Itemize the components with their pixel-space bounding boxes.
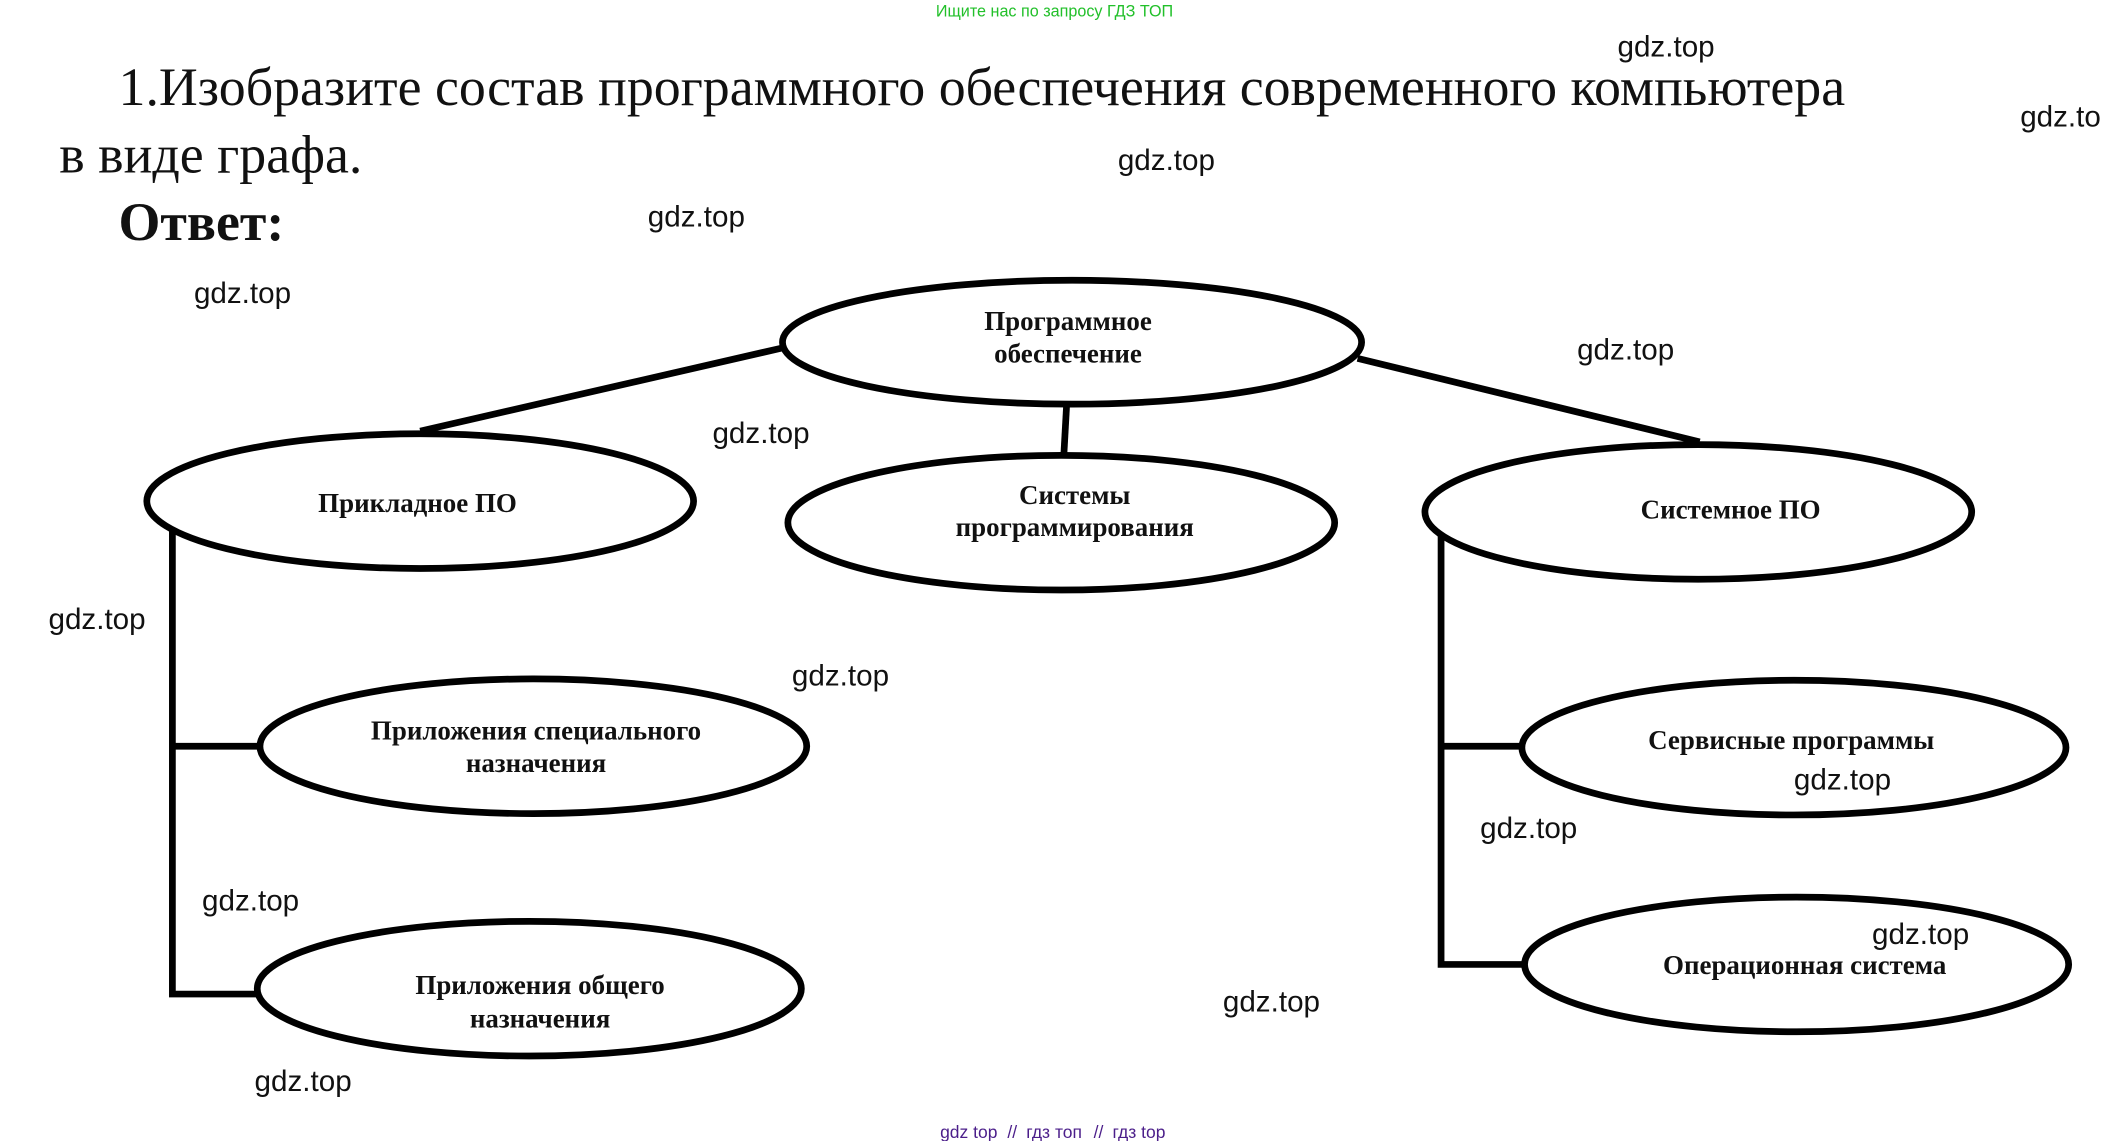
watermark: gdz.top [194,277,291,310]
node-general-apps: Приложения общего назначения [253,917,805,1060]
edge-root-system [1356,355,1701,446]
footer-separator: // [1094,1122,1104,1141]
watermark: gdz.top [1577,334,1674,367]
watermark: gdz.top [48,603,145,636]
footer-separator: // [1007,1122,1017,1141]
edge-root-programming [1060,403,1071,453]
top-banner[interactable]: Ищите нас по запросу ГДЗ ТОП [936,2,1173,20]
watermark: gdz.top [792,660,889,693]
watermark: gdz.top [1118,144,1215,177]
watermark: gdz.top [1872,918,1969,951]
edge-root-applied [419,344,785,435]
node-applied: Прикладное ПО [143,430,697,572]
node-service-label: Сервисные программы [1648,725,1934,755]
node-general-line2: назначения [470,1004,610,1034]
graph-edges [169,344,1701,998]
edge-system-os [1437,532,1528,968]
node-programming-line2: программирования [956,512,1194,542]
question-line-1: 1.Изобразите состав программного обеспеч… [119,57,1846,117]
node-root: Программное обеспечение [779,276,1365,408]
node-special-line1: Приложения специального [371,716,701,746]
node-programming: Системы программирования [784,451,1339,594]
node-service: Сервисные программы [1518,676,2070,819]
watermark: gdz.top [648,200,745,233]
node-system: Системное ПО [1421,441,1976,583]
node-root-line1: Программное [984,306,1152,336]
edge-applied-general [169,525,259,998]
node-applied-label: Прикладное ПО [318,488,517,518]
watermark: gdz.top [2020,101,2101,134]
watermark: gdz.top [1618,31,1715,64]
watermark: gdz.top [255,1065,352,1098]
node-general-line1: Приложения общего [415,970,664,1000]
footer-link-gdz-top[interactable]: gdz top [940,1122,997,1141]
node-special-line2: назначения [466,748,606,778]
watermarks: gdz.top gdz.top gdz.top gdz.top gdz.top … [48,31,2101,1098]
footer-link-gdz-top-ru[interactable]: гдз топ [1026,1122,1082,1141]
watermark: gdz.top [1480,812,1577,845]
node-os: Операционная система [1521,893,2073,1036]
watermark: gdz.top [1223,986,1320,1019]
node-programming-line1: Системы [1019,480,1130,510]
node-system-label: Системное ПО [1641,495,1821,525]
answer-label: Ответ: [119,192,285,252]
node-root-line2: обеспечение [994,338,1142,368]
node-os-label: Операционная система [1663,950,1947,980]
footer-link-gdz-top-mixed[interactable]: гдз top [1112,1122,1165,1141]
watermark: gdz.top [202,885,299,918]
question-line-2: в виде графа. [59,125,362,185]
watermark: gdz.top [712,417,809,450]
node-special-apps: Приложения специального назначения [256,675,811,817]
footer-links: gdz top // гдз топ // гдз top [940,1122,1165,1141]
watermark: gdz.top [1794,763,1891,796]
